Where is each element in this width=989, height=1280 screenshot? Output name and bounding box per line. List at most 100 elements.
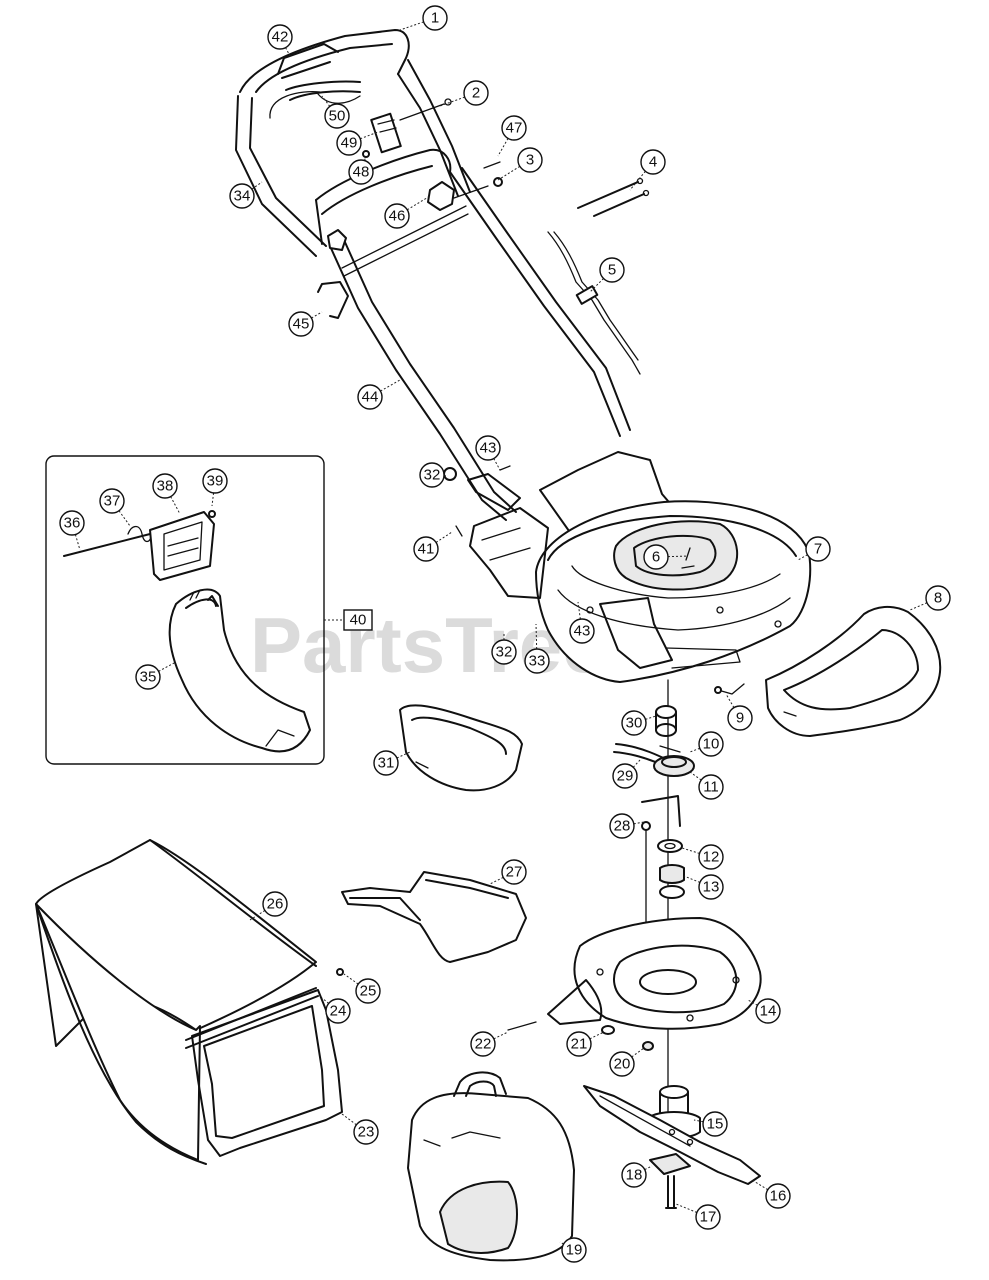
callout-circle-50 <box>324 103 350 129</box>
callout-label-30: 30 <box>626 715 643 732</box>
callout-circle-33 <box>524 648 550 674</box>
leader-line-5 <box>589 278 604 293</box>
leader-line-27 <box>489 876 504 885</box>
callout-47: 47 <box>501 115 527 141</box>
callout-1: 1 <box>422 5 448 31</box>
callout-9: 9 <box>727 705 753 731</box>
leader-line-14 <box>747 999 758 1006</box>
callout-27: 27 <box>501 859 527 885</box>
leader-line-47 <box>497 138 509 157</box>
callout-14: 14 <box>755 998 781 1024</box>
leader-line-10 <box>689 747 700 753</box>
mulch-plug-27 <box>341 871 527 963</box>
rear-door-inset <box>45 455 325 765</box>
leader-line-2 <box>439 96 465 107</box>
inset-callout-40: 40 <box>324 609 373 631</box>
callout-circle-15 <box>702 1111 728 1137</box>
fasteners <box>507 1021 654 1051</box>
callout-circle-41 <box>413 536 439 562</box>
callout-10: 10 <box>698 731 724 757</box>
leader-line-1 <box>399 21 424 31</box>
callout-50: 50 <box>324 103 350 129</box>
callout-circle-39 <box>202 468 228 494</box>
callout-label-4: 4 <box>649 154 657 171</box>
callout-circle-2 <box>463 80 489 106</box>
callout-label-1: 1 <box>431 10 439 27</box>
blade-housing <box>547 917 762 1030</box>
callout-30: 30 <box>621 710 647 736</box>
leader-line-17 <box>675 1203 698 1213</box>
callout-label-2: 2 <box>472 85 480 102</box>
leader-line-9 <box>725 693 735 708</box>
callout-label-49: 49 <box>341 135 358 152</box>
callout-circle-18 <box>621 1162 647 1188</box>
leader-line-44 <box>380 379 401 392</box>
callout-label-24: 24 <box>330 1003 347 1020</box>
bolt-9 <box>714 683 745 695</box>
leader-line-25 <box>343 973 359 985</box>
callout-23: 23 <box>353 1119 379 1145</box>
callout-circle-25 <box>355 978 381 1004</box>
leader-line-4 <box>629 170 646 191</box>
control-cable <box>547 231 641 375</box>
callout-19: 19 <box>561 1237 587 1263</box>
callout-circle-31 <box>373 750 399 776</box>
callout-circle-11 <box>698 774 724 800</box>
callout-circle-42 <box>267 24 293 50</box>
leader-line-6 <box>667 555 689 558</box>
callout-21: 21 <box>566 1031 592 1057</box>
callout-circle-12 <box>698 844 724 870</box>
inset-callout-40-label: 40 <box>350 612 367 629</box>
callout-33: 33 <box>524 648 550 674</box>
callout-label-15: 15 <box>707 1116 724 1133</box>
callout-circle-26 <box>262 891 288 917</box>
callout-circle-29 <box>612 763 638 789</box>
callout-25: 25 <box>355 978 381 1004</box>
callout-5: 5 <box>599 257 625 283</box>
callout-circle-10 <box>698 731 724 757</box>
callout-circle-46 <box>384 203 410 229</box>
callout-29: 29 <box>612 763 638 789</box>
callout-label-12: 12 <box>703 849 720 866</box>
callout-3: 3 <box>517 147 543 173</box>
callout-label-22: 22 <box>475 1036 492 1053</box>
callout-label-21: 21 <box>571 1036 588 1053</box>
callout-label-46: 46 <box>389 208 406 225</box>
callout-circle-27 <box>501 859 527 885</box>
leader-line-33 <box>535 623 538 650</box>
callout-38: 38 <box>152 473 178 499</box>
leader-line-43a <box>493 458 501 471</box>
callout-36: 36 <box>59 510 85 536</box>
callout-label-37: 37 <box>104 493 121 510</box>
leader-line-20 <box>631 1047 645 1058</box>
callout-circle-8 <box>925 585 951 611</box>
callout-48: 48 <box>348 159 374 185</box>
callout-circle-7 <box>805 536 831 562</box>
callout-label-48: 48 <box>353 164 370 181</box>
leader-line-18 <box>644 1165 653 1171</box>
callout-label-19: 19 <box>566 1242 583 1259</box>
callout-circle-32a <box>419 462 445 488</box>
spacer-30 <box>655 705 677 737</box>
callout-circle-32b <box>491 639 517 665</box>
callout-label-32b: 32 <box>496 644 513 661</box>
leader-line-13 <box>683 875 701 883</box>
grass-bag <box>35 839 344 1165</box>
callout-circle-4 <box>640 149 666 175</box>
callout-label-38: 38 <box>157 478 174 495</box>
callout-24: 24 <box>325 998 351 1024</box>
callout-28: 28 <box>609 813 635 839</box>
callout-46: 46 <box>384 203 410 229</box>
callout-label-13: 13 <box>703 879 720 896</box>
leader-line-49 <box>360 131 379 140</box>
leader-line-31 <box>396 751 411 759</box>
callout-label-17: 17 <box>700 1209 717 1226</box>
callout-circle-14 <box>755 998 781 1024</box>
callout-39: 39 <box>202 468 228 494</box>
callout-label-39: 39 <box>207 473 224 490</box>
callout-43b: 43 <box>569 618 595 644</box>
leader-line-3 <box>497 165 521 181</box>
blade <box>583 1085 761 1185</box>
side-discharge-cover <box>765 606 942 737</box>
callout-circle-43b <box>569 618 595 644</box>
